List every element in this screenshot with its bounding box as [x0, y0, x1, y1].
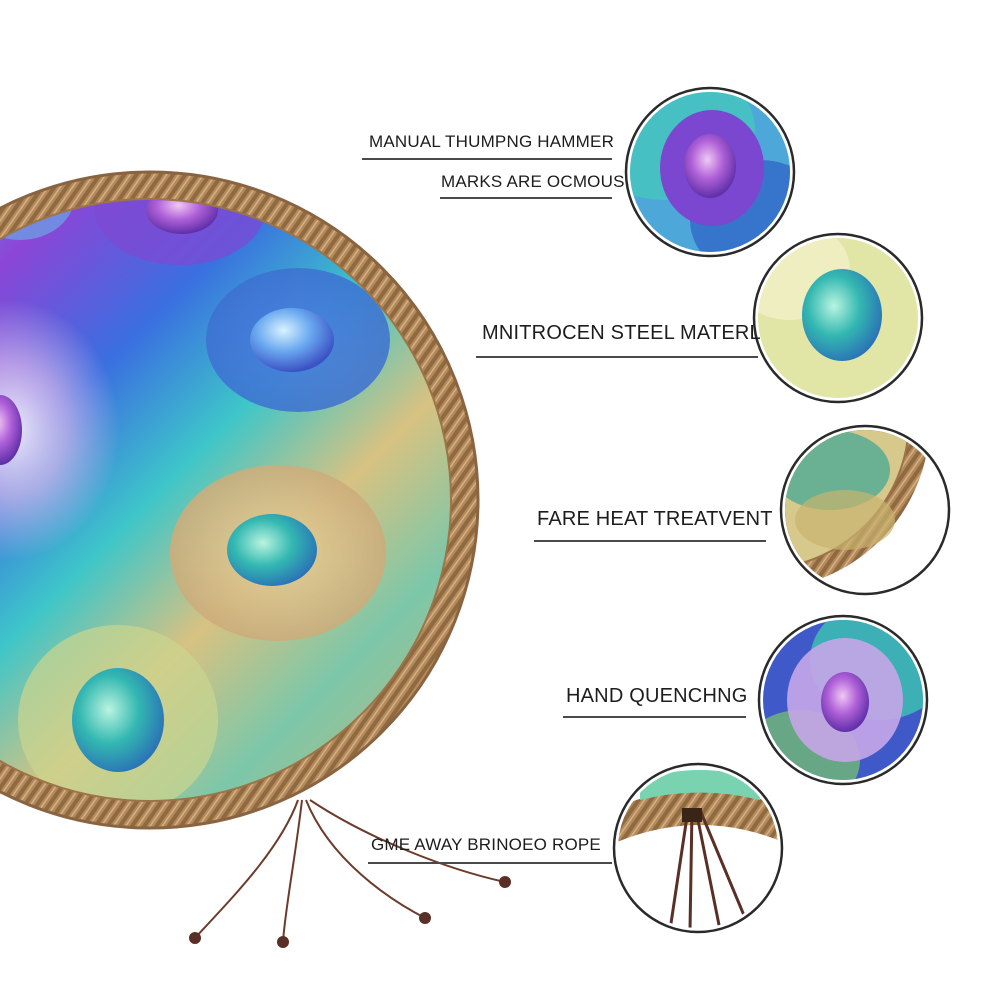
divider-line	[476, 356, 758, 358]
detail-rope	[612, 762, 784, 934]
divider-line	[563, 716, 746, 718]
detail-heat-treatment	[779, 424, 951, 596]
feature-label-rope: GME AWAY BRINOEO ROPE	[371, 835, 601, 854]
divider-line	[362, 158, 612, 160]
rope-bead	[277, 936, 289, 948]
rope-bead	[189, 932, 201, 944]
divider-line	[440, 197, 612, 199]
rope-bead	[419, 912, 431, 924]
feature-label-material: MNITROCEN STEEL MATERL	[482, 322, 761, 344]
detail-steel-material	[752, 232, 924, 404]
feature-label-heat-treatment: FARE HEAT TREATVENT	[537, 508, 773, 530]
divider-line	[368, 862, 612, 864]
handpan-body	[0, 170, 480, 830]
detail-hand-quenching	[757, 614, 929, 786]
rope-tassels	[194, 799, 506, 943]
feature-label-hammer-line2: MARKS ARE OCMOUS	[441, 172, 625, 191]
rope-bead	[499, 876, 511, 888]
feature-label-hand-quenching: HAND QUENCHNG	[566, 685, 748, 707]
detail-hammer-marks	[624, 86, 796, 258]
divider-line	[534, 540, 766, 542]
feature-label-hammer-line1: MANUAL THUMPNG HAMMER	[369, 132, 615, 151]
